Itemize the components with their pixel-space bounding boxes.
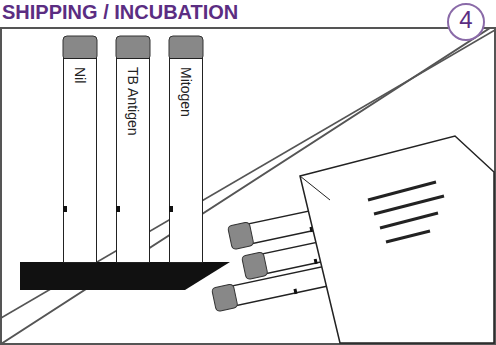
- blood-tube: Nil: [63, 58, 97, 263]
- fill-mark: [63, 206, 67, 212]
- tube-label: Nil: [72, 59, 88, 83]
- blood-tube: TB Antigen: [116, 58, 150, 263]
- blood-tube: Mitogen: [169, 58, 203, 263]
- shipping-envelope: [300, 136, 494, 343]
- frame-border: [1, 28, 495, 344]
- tube-label: Mitogen: [178, 59, 194, 117]
- tube-cap: [169, 36, 203, 60]
- tube-cap: [116, 36, 150, 60]
- tube-rack: [20, 262, 230, 290]
- fill-mark: [116, 206, 120, 212]
- tube-cap: [63, 36, 97, 60]
- callout-number: 4: [448, 6, 484, 34]
- envelope-lines: [368, 182, 444, 242]
- envelope-fold: [300, 176, 330, 200]
- frame: [1, 28, 495, 344]
- title: SHIPPING / INCUBATION: [2, 1, 238, 24]
- fill-mark: [169, 206, 173, 212]
- callout-circle: [448, 4, 484, 40]
- tube-label: TB Antigen: [125, 59, 141, 136]
